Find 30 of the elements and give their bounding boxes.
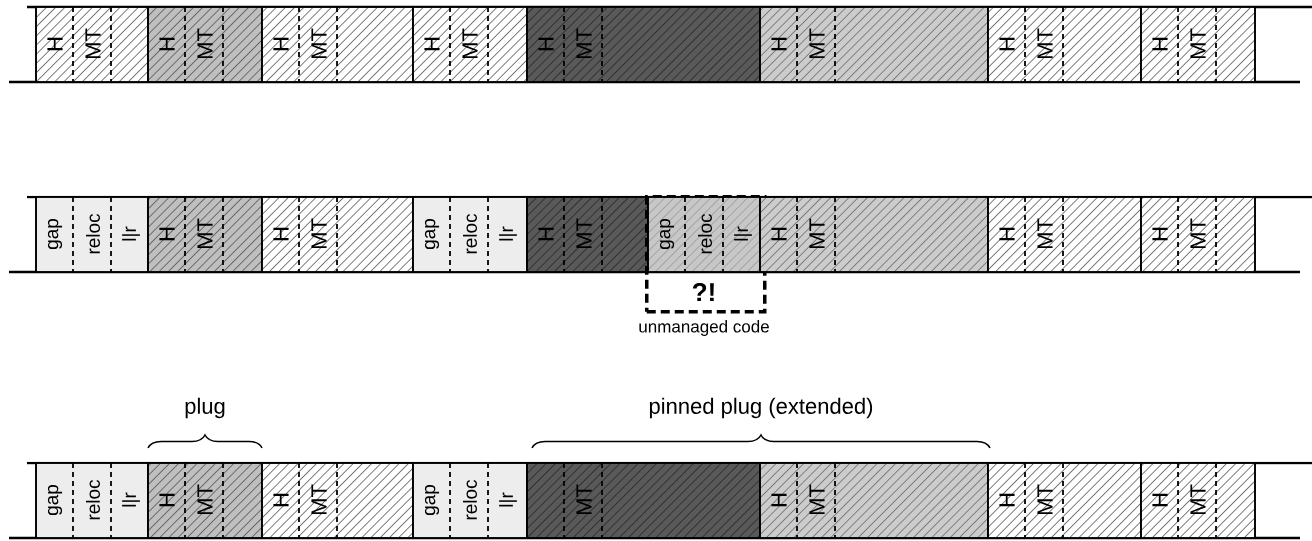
object-block: H MT bbox=[1140, 196, 1256, 273]
object-block: H MT bbox=[987, 462, 1142, 539]
object-block: H MT bbox=[526, 6, 761, 83]
dashed-box bbox=[645, 195, 767, 314]
object-block: H MT bbox=[261, 196, 414, 273]
exclamation-text: ?! bbox=[692, 282, 714, 302]
object-block: H MT bbox=[147, 462, 263, 539]
object-block: H MT bbox=[1140, 462, 1256, 539]
object-block: H MT bbox=[147, 6, 263, 83]
object-block: H MT bbox=[412, 6, 528, 83]
brace-label: plug bbox=[185, 397, 225, 419]
object-block: MT bbox=[526, 462, 761, 539]
brace-label: pinned plug (extended) bbox=[649, 397, 873, 419]
gap-block: gap reloc l|r bbox=[647, 196, 761, 273]
object-block: H MT bbox=[147, 196, 263, 273]
object-block: H MT bbox=[35, 6, 149, 83]
object-block: H MT bbox=[261, 6, 414, 83]
object-block: H MT bbox=[759, 6, 989, 83]
gap-block: gap reloc l|r bbox=[35, 196, 149, 273]
object-block: H MT bbox=[261, 462, 414, 539]
object-block: H MT bbox=[1140, 6, 1256, 83]
object-block: H MT bbox=[759, 196, 989, 273]
box-caption: unmanaged code bbox=[639, 320, 769, 336]
gap-block: gap reloc l|r bbox=[412, 196, 528, 273]
object-block: H MT bbox=[987, 6, 1142, 83]
object-block: H MT bbox=[987, 196, 1142, 273]
object-block: H MT bbox=[759, 462, 989, 539]
gap-block: gap reloc l|r bbox=[412, 462, 528, 539]
object-block: H MT bbox=[526, 196, 649, 273]
gap-block: gap reloc l|r bbox=[35, 462, 149, 539]
